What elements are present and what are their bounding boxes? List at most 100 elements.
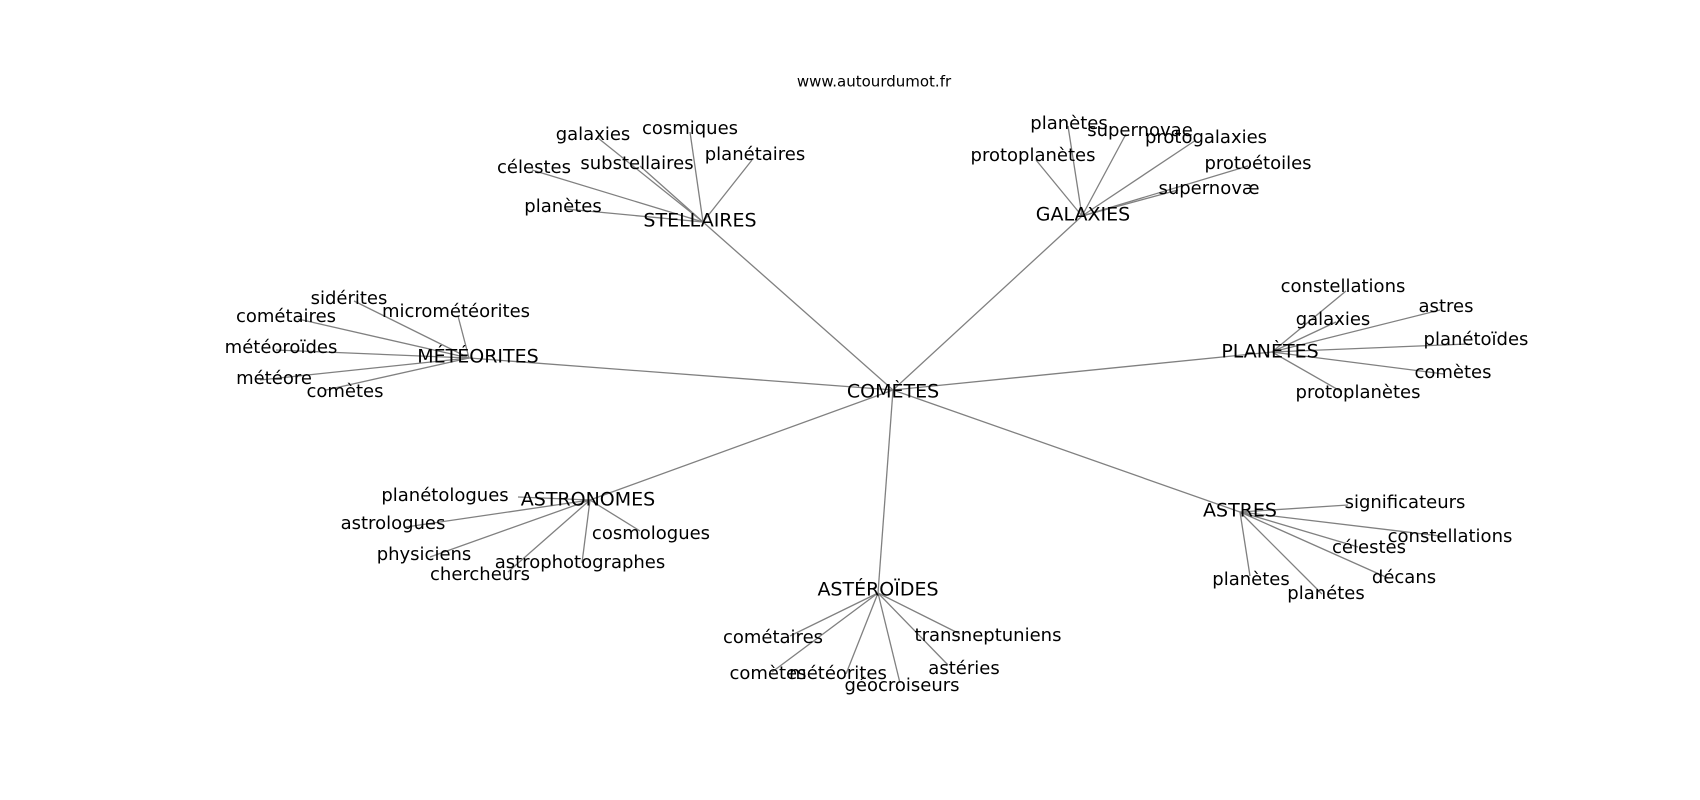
- leaf-word-node[interactable]: planètes: [1030, 113, 1107, 134]
- leaf-word-node[interactable]: protoétoiles: [1204, 153, 1311, 174]
- leaf-word-node[interactable]: significateurs: [1345, 492, 1466, 513]
- leaf-word-node[interactable]: planétes: [1287, 583, 1364, 604]
- leaf-word-node[interactable]: cosmologues: [592, 523, 710, 544]
- edge-hub-to-leaf: [457, 315, 470, 359]
- leaf-word-node[interactable]: astrologues: [341, 513, 446, 534]
- edge-hub-to-leaf: [1081, 189, 1179, 217]
- edge-hub-to-leaf: [1239, 511, 1389, 579]
- edge-hub-to-leaf: [639, 165, 704, 223]
- edge-hub-to-leaf: [1271, 351, 1343, 393]
- edge-hub-to-leaf: [1239, 511, 1441, 537]
- edge-center-to-hub: [892, 389, 1241, 513]
- edge-center-to-hub: [468, 357, 894, 391]
- leaf-word-node[interactable]: célestes: [1332, 537, 1406, 558]
- leaf-word-node[interactable]: chercheurs: [430, 564, 530, 585]
- hub-word-node[interactable]: ASTÉROÏDES: [817, 578, 938, 601]
- leaf-word-node[interactable]: galaxies: [556, 124, 631, 145]
- leaf-word-node[interactable]: cométaires: [236, 306, 336, 327]
- graph-nodes: cosmiques galaxies planétaires substellaire…: [225, 113, 1529, 696]
- leaf-word-node[interactable]: constellations: [1281, 276, 1406, 297]
- leaf-word-node[interactable]: protogalaxies: [1145, 127, 1267, 148]
- edge-center-to-hub: [589, 389, 894, 501]
- edge-center-to-hub: [877, 389, 894, 594]
- leaf-word-node[interactable]: planétologues: [381, 485, 508, 506]
- leaf-word-node[interactable]: transneptuniens: [915, 625, 1062, 646]
- edge-hub-to-leaf: [1035, 159, 1083, 217]
- leaf-word-node[interactable]: micrométéorites: [382, 301, 530, 322]
- leaf-word-node[interactable]: galaxies: [1296, 309, 1371, 330]
- leaf-word-node[interactable]: comètes: [1414, 362, 1491, 383]
- edge-hub-to-leaf: [565, 208, 704, 223]
- leaf-word-node[interactable]: célestes: [497, 157, 571, 178]
- edge-hub-to-leaf: [259, 357, 470, 381]
- edge-hub-to-leaf: [702, 159, 753, 223]
- edge-hub-to-leaf: [689, 131, 704, 223]
- edge-hub-to-leaf: [1081, 165, 1249, 217]
- leaf-word-node[interactable]: substellaires: [580, 153, 693, 174]
- hub-word-node[interactable]: MÉTÉORITES: [417, 345, 538, 368]
- leaf-word-node[interactable]: planètes: [1212, 569, 1289, 590]
- edge-hub-to-leaf: [877, 592, 961, 635]
- leaf-word-node[interactable]: sidérites: [311, 288, 388, 309]
- edge-hub-to-leaf: [789, 592, 879, 637]
- leaf-word-node[interactable]: météore: [236, 368, 312, 389]
- edge-hub-to-leaf: [325, 357, 470, 391]
- leaf-word-node[interactable]: supernovae: [1087, 120, 1193, 141]
- leaf-word-node[interactable]: astrophotographes: [495, 552, 666, 573]
- edge-hub-to-leaf: [877, 592, 949, 666]
- leaf-word-node[interactable]: météorites: [789, 663, 887, 684]
- edge-hub-to-leaf: [405, 499, 591, 528]
- leaf-word-node[interactable]: comètes: [729, 663, 806, 684]
- leaf-word-node[interactable]: cométaires: [723, 627, 823, 648]
- hub-word-node[interactable]: PLANÈTES: [1221, 340, 1318, 363]
- leaf-word-node[interactable]: constellations: [1388, 526, 1513, 547]
- edge-hub-to-leaf: [581, 499, 591, 564]
- edge-hub-to-leaf: [429, 499, 591, 558]
- leaf-word-node[interactable]: supernovæ: [1158, 178, 1259, 199]
- edge-hub-to-leaf: [1271, 290, 1347, 353]
- edge-center-to-hub: [892, 215, 1083, 391]
- hub-word-node[interactable]: ASTRONOMES: [521, 489, 655, 511]
- leaf-word-node[interactable]: météoroïdes: [225, 337, 338, 358]
- leaf-word-node[interactable]: planétaires: [705, 144, 806, 165]
- leaf-word-node[interactable]: décans: [1372, 567, 1436, 588]
- leaf-word-node[interactable]: planètes: [524, 196, 601, 217]
- edge-hub-to-leaf: [771, 592, 879, 673]
- leaf-word-node[interactable]: protoplanètes: [1296, 382, 1421, 403]
- edge-hub-to-leaf: [1081, 139, 1197, 217]
- edge-hub-to-leaf: [1081, 133, 1127, 217]
- edge-hub-to-leaf: [297, 318, 470, 359]
- edge-hub-to-leaf: [1239, 511, 1323, 595]
- leaf-word-node[interactable]: astéries: [928, 658, 999, 679]
- edge-hub-to-leaf: [507, 499, 591, 573]
- edge-hub-to-leaf: [1271, 343, 1469, 353]
- edge-hub-to-leaf: [597, 137, 704, 223]
- hub-word-node[interactable]: STELLAIRES: [643, 210, 756, 232]
- hub-word-node[interactable]: ASTRES: [1203, 500, 1277, 522]
- leaf-word-node[interactable]: géocroiseurs: [844, 675, 959, 696]
- edge-hub-to-leaf: [1271, 351, 1445, 375]
- edge-hub-to-leaf: [845, 592, 879, 675]
- edge-hub-to-leaf: [1271, 321, 1337, 353]
- center-word-node[interactable]: COMÈTES: [847, 380, 939, 403]
- edge-hub-to-leaf: [531, 169, 704, 223]
- leaf-word-node[interactable]: cosmiques: [642, 118, 738, 139]
- edge-hub-to-leaf: [877, 592, 901, 684]
- edge-hub-to-leaf: [517, 496, 591, 501]
- leaf-word-node[interactable]: comètes: [306, 381, 383, 402]
- hub-word-node[interactable]: GALAXIES: [1036, 204, 1130, 226]
- edge-center-to-hub: [892, 351, 1273, 391]
- edge-hub-to-leaf: [275, 349, 470, 359]
- edge-hub-to-leaf: [1067, 125, 1083, 217]
- leaf-word-node[interactable]: planétoïdes: [1424, 329, 1529, 350]
- graph-edges: [259, 125, 1469, 684]
- leaf-word-node[interactable]: protoplanètes: [971, 145, 1096, 166]
- edge-center-to-hub: [702, 221, 894, 391]
- leaf-word-node[interactable]: physiciens: [377, 544, 472, 565]
- edge-hub-to-leaf: [1239, 511, 1251, 577]
- edge-hub-to-leaf: [353, 300, 470, 359]
- leaf-word-node[interactable]: astres: [1419, 296, 1474, 317]
- edge-hub-to-leaf: [1239, 511, 1359, 548]
- edge-hub-to-leaf: [1239, 504, 1349, 513]
